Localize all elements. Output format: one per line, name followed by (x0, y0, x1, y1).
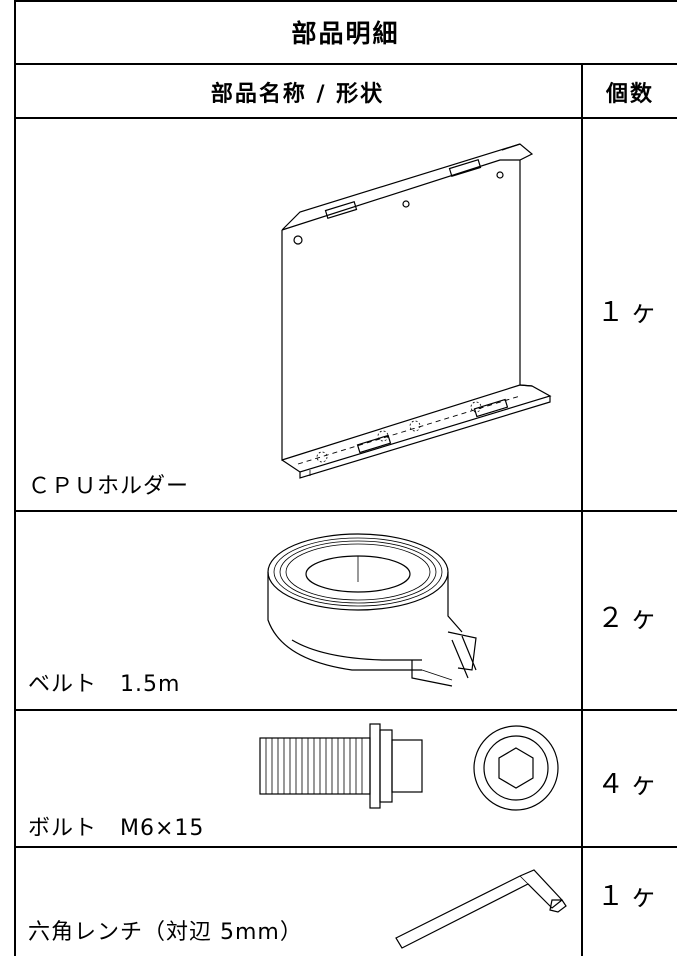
table-row-divider (14, 510, 677, 512)
table-row-divider (14, 117, 677, 119)
part-name: ボルト M6×15 (28, 816, 205, 841)
table-row-divider (14, 63, 677, 65)
table-row-divider (14, 709, 677, 711)
part-name: ＣＰＵホルダー (28, 474, 190, 499)
hex-wrench-drawing (395, 869, 567, 949)
table-border-left (14, 0, 16, 956)
part-qty: ２ヶ (597, 603, 663, 634)
part-qty: １ヶ (597, 297, 663, 328)
column-header-qty: 個数 (605, 82, 654, 107)
column-header-name: 部品名称 / 形状 (210, 82, 385, 107)
part-name: 六角レンチ（対辺 5mm） (28, 920, 303, 945)
cpu-holder-drawing (281, 143, 552, 479)
belt-drawing (267, 533, 477, 687)
part-qty: １ヶ (597, 881, 663, 912)
table-title: 部品明細 (291, 19, 400, 48)
qty-column-divider (581, 63, 583, 956)
table-row-divider (14, 846, 677, 848)
part-qty: ４ヶ (597, 769, 663, 800)
table-border-top (14, 0, 677, 2)
part-name: ベルト 1.5m (28, 672, 181, 697)
bolt-drawing (259, 723, 559, 811)
